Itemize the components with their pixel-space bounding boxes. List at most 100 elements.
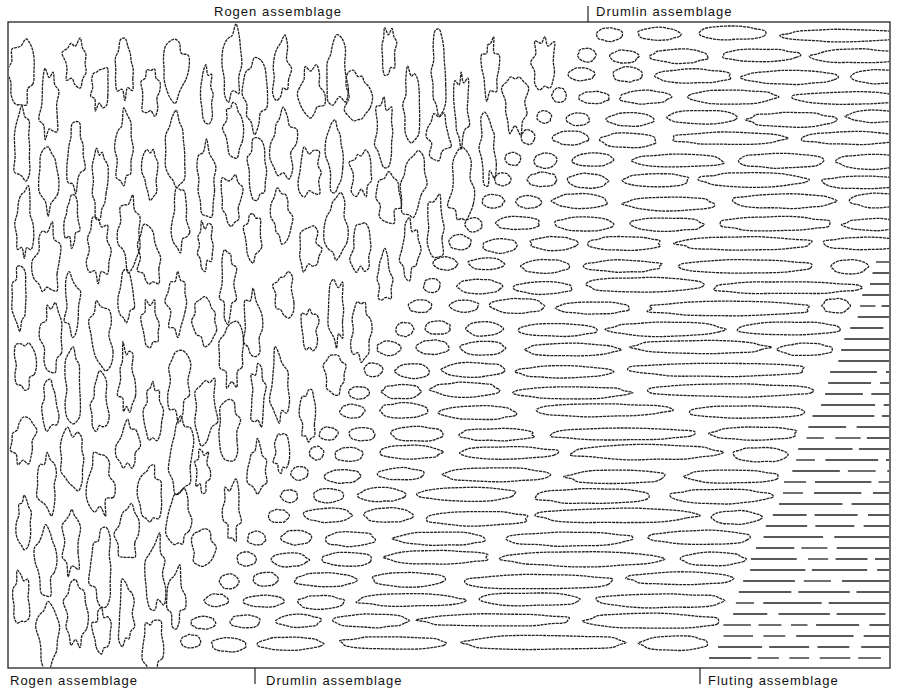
drumlin-outline <box>673 132 788 144</box>
fluting-line <box>825 393 863 394</box>
fluting-line <box>858 657 881 658</box>
rogen-ridge <box>323 355 346 396</box>
drumlin-outline <box>578 48 597 62</box>
drumlin-outline <box>678 260 812 274</box>
drumlin-outline <box>689 406 804 418</box>
rogen-ridge <box>502 77 529 135</box>
drumlin-outline <box>449 234 471 250</box>
rogen-ridge <box>168 350 191 423</box>
fluting-line <box>763 635 785 636</box>
fluting-line <box>758 657 779 658</box>
drumlin-outline <box>647 301 809 316</box>
rogen-ridge <box>244 288 263 356</box>
rogen-ridge <box>32 222 61 292</box>
rogen-ridge <box>165 271 187 337</box>
rogen-ridge <box>222 102 243 158</box>
drumlin-outline <box>583 260 662 273</box>
drumlin-outline <box>524 343 621 356</box>
drumlin-outline <box>570 444 724 460</box>
rogen-ridge <box>13 570 30 623</box>
fluting-line <box>884 404 889 405</box>
drumlin-outline <box>568 68 595 81</box>
drumlin-outline <box>294 573 357 587</box>
drumlin-outline <box>831 260 869 274</box>
drumlin-outline <box>638 27 681 40</box>
fluting-line <box>825 459 878 460</box>
drumlin-outline <box>333 614 410 628</box>
rogen-ridge <box>324 193 348 261</box>
drumlin-outline <box>711 510 762 524</box>
rogen-ridge <box>9 39 34 105</box>
drumlin-outline <box>626 572 734 585</box>
rogen-ridge <box>400 151 427 218</box>
drumlin-outline <box>364 363 383 377</box>
fluting-line <box>798 591 849 592</box>
drumlin-outline <box>698 173 809 188</box>
rogen-ridge <box>36 601 60 667</box>
fluting-line <box>804 580 831 581</box>
drumlin-outline <box>622 197 715 211</box>
rogen-ridge <box>195 449 211 493</box>
drumlin-outline <box>733 194 838 209</box>
rogen-ridge <box>192 297 217 347</box>
drumlin-outline <box>606 113 654 127</box>
drumlin-outline <box>566 113 589 126</box>
drumlin-outline <box>416 340 449 355</box>
fluting-line <box>887 470 889 471</box>
drumlin-outline <box>495 216 539 229</box>
boundary-tick <box>587 6 588 22</box>
rogen-ridge <box>64 195 80 249</box>
drumlin-outline <box>550 428 695 440</box>
drumlin-outline <box>465 218 482 232</box>
drumlin-outline <box>605 322 726 337</box>
rogen-ridge <box>12 266 26 332</box>
drumlin-outline <box>720 216 830 231</box>
rogen-ridge <box>479 112 496 186</box>
rogen-ridge <box>531 37 555 90</box>
rogen-ridge <box>350 223 371 273</box>
rogen-ridge <box>67 121 86 193</box>
rogen-ridge <box>37 452 57 516</box>
rogen-ridge <box>141 69 161 117</box>
rogen-ridge <box>403 66 420 143</box>
drumlin-outline <box>683 470 778 483</box>
drumlin-outline <box>688 90 779 104</box>
fluting-line <box>828 382 871 383</box>
drumlin-outline <box>356 594 466 607</box>
rogen-ridge <box>191 529 216 567</box>
rogen-ridge <box>168 416 193 495</box>
drumlin-outline <box>648 530 750 544</box>
rogen-ridge <box>298 147 321 197</box>
fluting-line <box>766 525 807 526</box>
fluting-line <box>867 437 889 438</box>
fluting-line <box>842 580 889 581</box>
drumlin-outline <box>822 298 851 312</box>
rogen-ridge <box>270 107 298 179</box>
fluting-line <box>798 448 852 449</box>
rogen-ridge <box>344 70 372 121</box>
drumlin-outline <box>622 174 688 187</box>
region-label: Drumlin assemblage <box>594 4 735 19</box>
fluting-line <box>864 525 889 526</box>
fluting-line <box>862 294 889 295</box>
drumlin-outline <box>579 91 609 103</box>
drumlin-outline <box>845 110 889 123</box>
drumlin-outline <box>586 277 705 292</box>
rogen-ridge <box>376 172 402 224</box>
drumlin-outline <box>324 470 361 484</box>
drumlin-outline <box>516 195 542 208</box>
rogen-ridge <box>219 399 241 461</box>
drumlin-outline <box>521 130 535 145</box>
drumlin-outline <box>809 49 889 63</box>
drumlin-outline <box>802 131 889 144</box>
fluting-line <box>829 602 889 603</box>
fluting-line <box>739 591 792 592</box>
rogen-ridge <box>115 38 133 100</box>
drumlin-outline <box>181 634 201 648</box>
rogen-ridge <box>39 302 62 372</box>
drumlin-outline <box>417 487 516 501</box>
region-label: Fluting assemblage <box>706 673 841 688</box>
drumlin-outline <box>680 552 746 566</box>
rogen-ridge <box>63 580 88 648</box>
